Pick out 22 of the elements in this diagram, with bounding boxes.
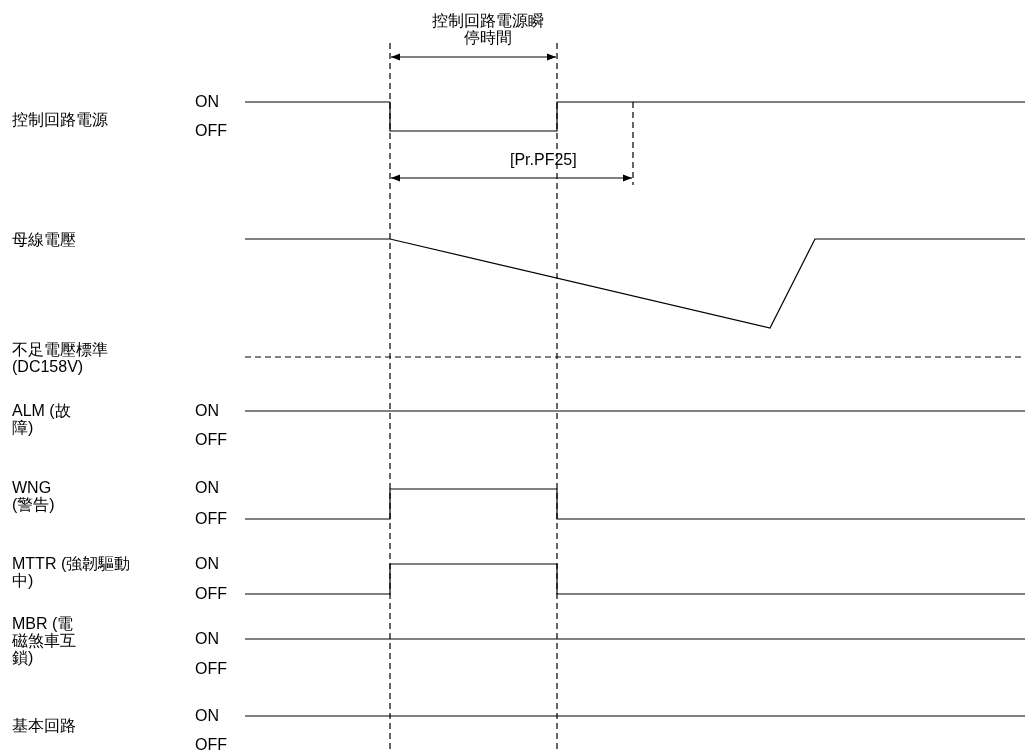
state-label: ON bbox=[195, 630, 220, 647]
dimension-label: 控制回路電源瞬停時間 bbox=[431, 12, 545, 46]
signal-name: 不足電壓標準(DC158V) bbox=[12, 341, 109, 375]
signal-name: MTTR (強韌驅動中) bbox=[12, 555, 132, 589]
state-label: ON bbox=[195, 479, 220, 496]
state-label: OFF bbox=[195, 660, 228, 677]
state-label: OFF bbox=[195, 510, 228, 527]
dimension-label: [Pr.PF25] bbox=[510, 151, 578, 168]
state-label: ON bbox=[195, 402, 220, 419]
signal-name: ALM (故障) bbox=[12, 402, 72, 436]
state-label: OFF bbox=[195, 431, 228, 448]
signal-name: 母線電壓 bbox=[12, 231, 77, 248]
state-label: OFF bbox=[195, 122, 228, 139]
signal-name: MBR (電磁煞車互鎖) bbox=[12, 615, 77, 666]
state-label: ON bbox=[195, 555, 220, 572]
signal-name: WNG (警告) bbox=[12, 479, 56, 513]
state-label: ON bbox=[195, 707, 220, 724]
state-label: OFF bbox=[195, 736, 228, 751]
state-label: ON bbox=[195, 93, 220, 110]
state-label: OFF bbox=[195, 585, 228, 602]
signal-name: 基本回路 bbox=[12, 717, 77, 734]
signal-name: 控制回路電源 bbox=[12, 111, 109, 128]
